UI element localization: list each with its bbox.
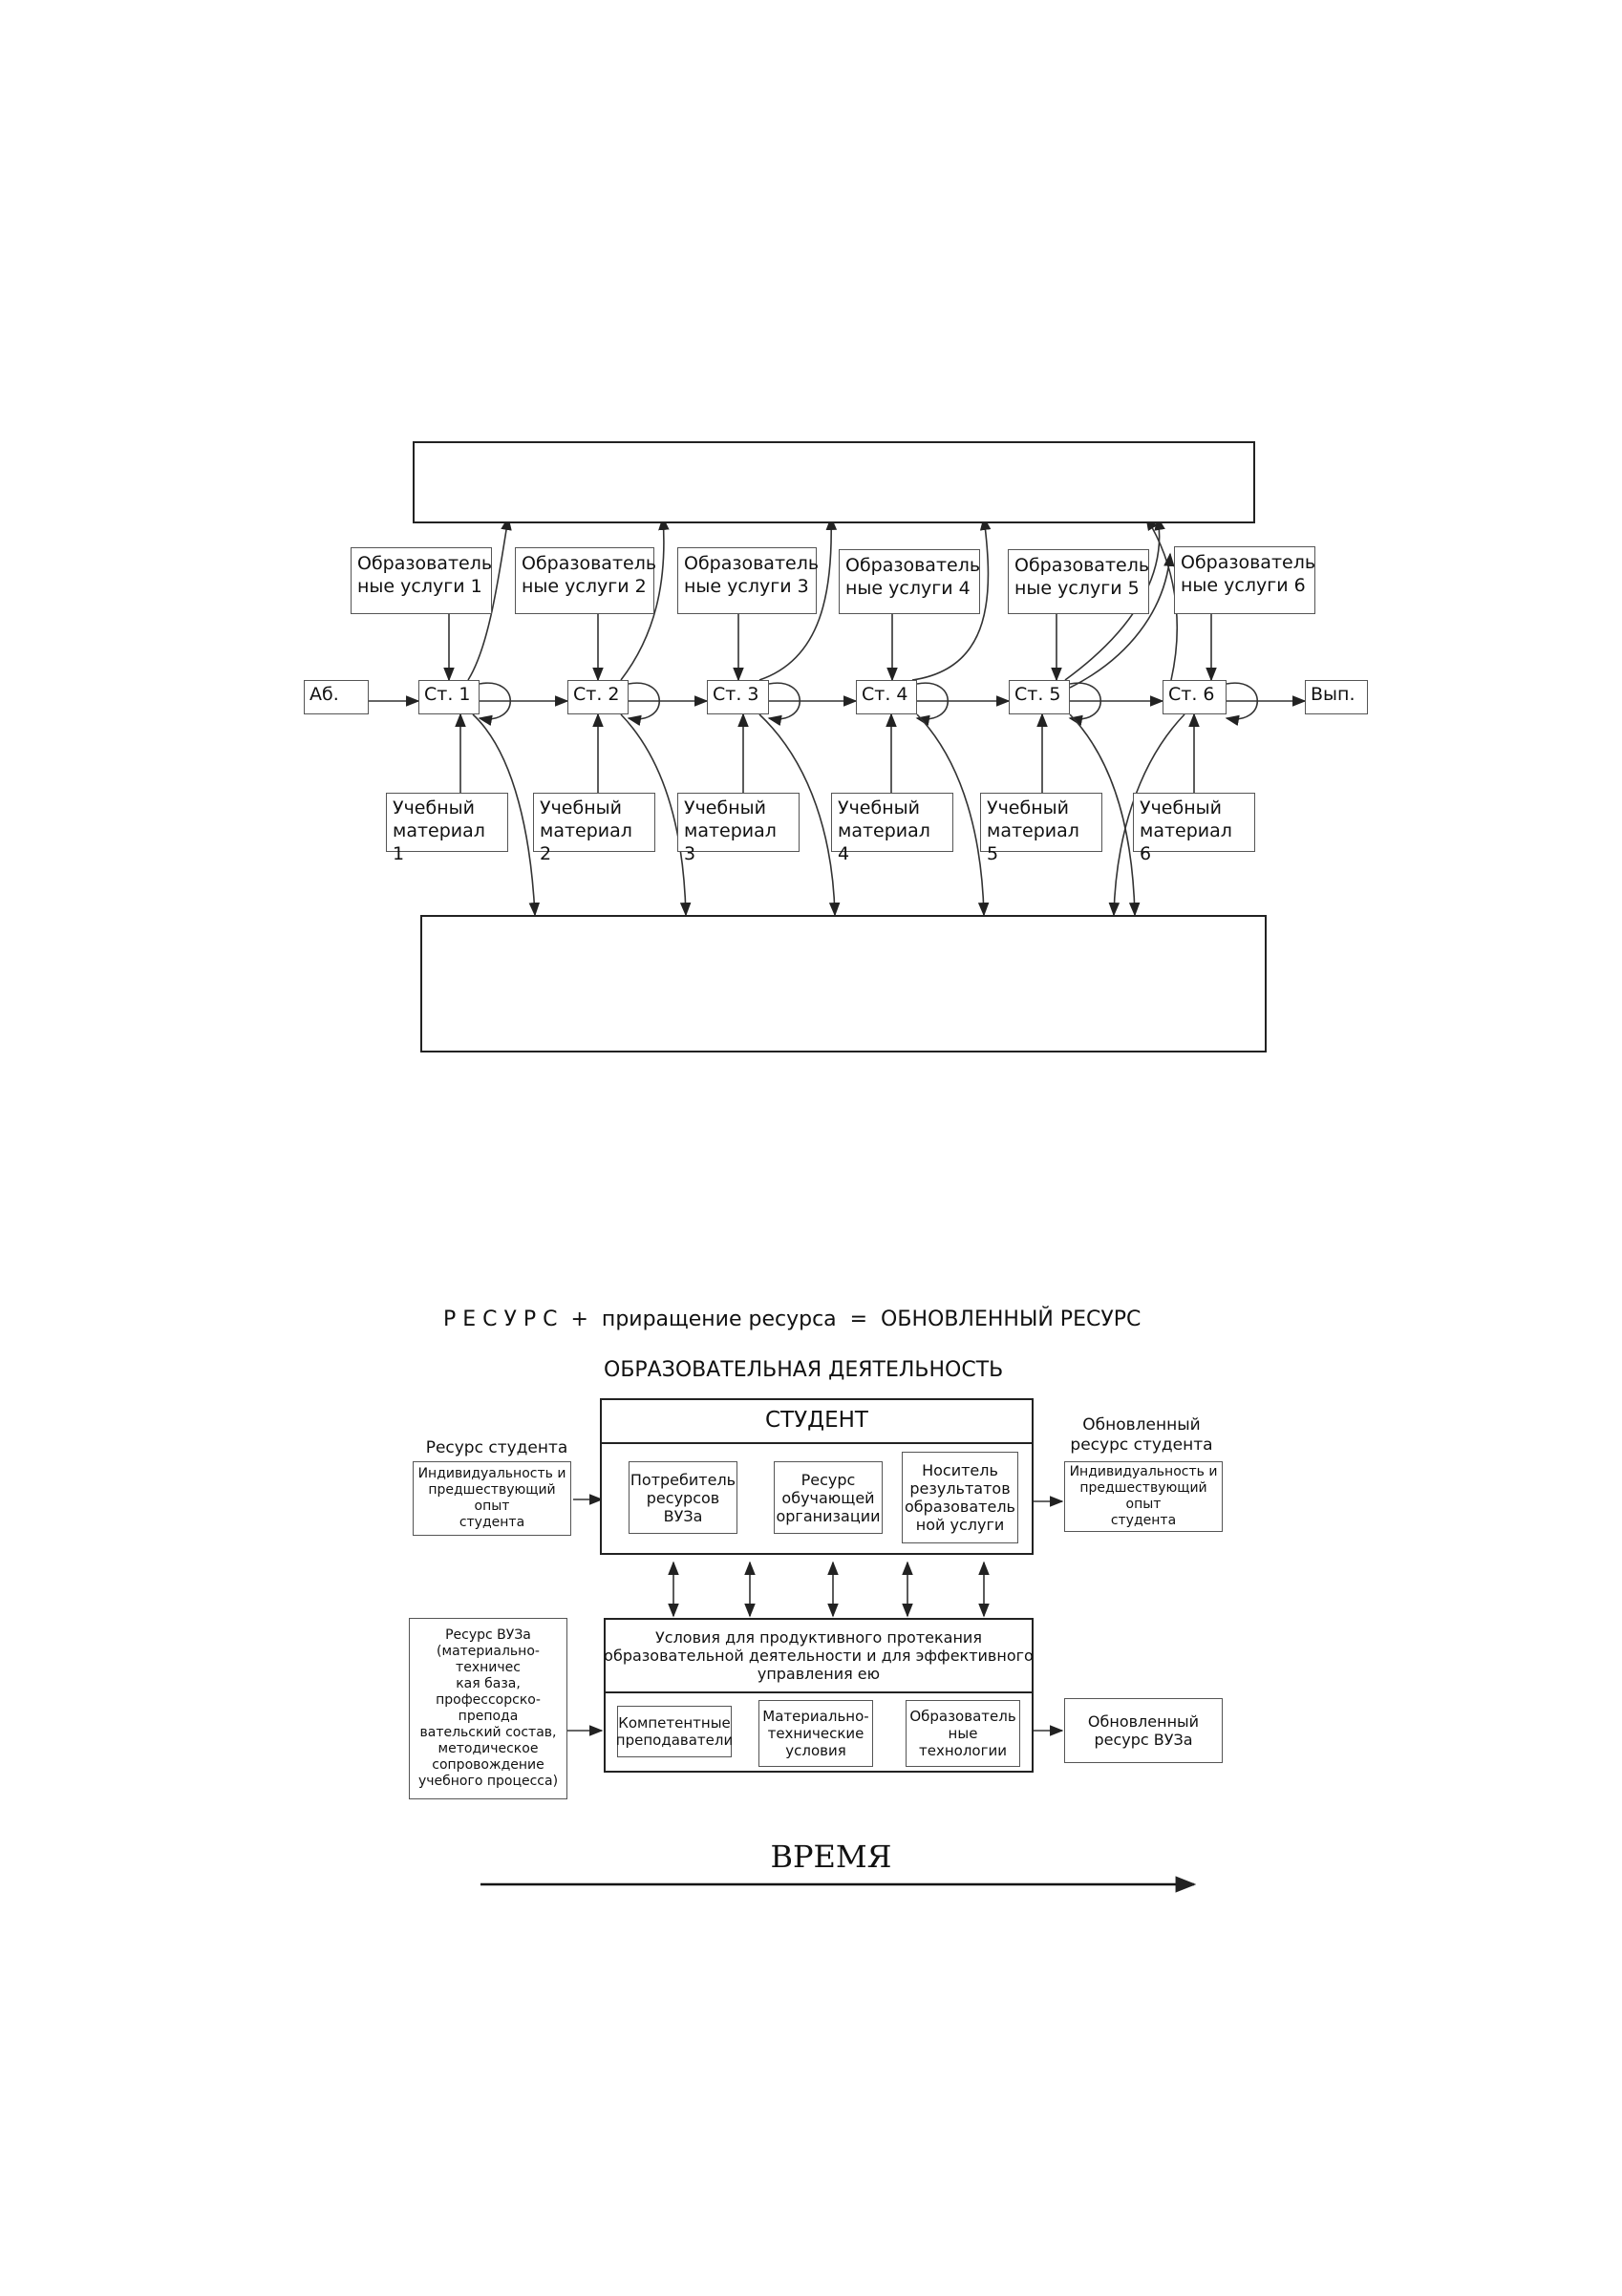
student-role-resource: Ресурс обучающей организации bbox=[774, 1461, 883, 1534]
stage-box-1: Ст. 1 bbox=[418, 680, 480, 714]
stage-loop-1 bbox=[478, 682, 512, 727]
conditions-title: Условия для продуктивного протекания обр… bbox=[604, 1627, 1034, 1683]
student-role-carrier: Носитель результатов образователь ной ус… bbox=[902, 1452, 1018, 1543]
updated-student-resource-box: Индивидуальность и предшествующий опыт с… bbox=[1064, 1461, 1223, 1532]
resource-formula: Р Е С У Р С + приращение ресурса = ОБНОВ… bbox=[443, 1307, 1142, 1331]
curve-down-1 bbox=[472, 713, 541, 917]
material-box-4: Учебный материал 4 bbox=[831, 793, 953, 864]
stage-box-6: Ст. 6 bbox=[1163, 680, 1227, 714]
curve-up-3 bbox=[758, 516, 838, 681]
university-resource-box: Ресурс ВУЗа (материально-техничес кая ба… bbox=[409, 1618, 567, 1799]
top-result-box bbox=[413, 441, 1255, 523]
material-box-6: Учебный материал 6 bbox=[1133, 793, 1255, 864]
stage-box-3: Ст. 3 bbox=[707, 680, 769, 714]
stage-loop-5 bbox=[1068, 682, 1102, 727]
stage-loop-6 bbox=[1225, 682, 1259, 727]
condition-material: Материально- технические условия bbox=[758, 1700, 873, 1767]
student-resource-label: Ресурс студента bbox=[425, 1438, 568, 1457]
material-box-3: Учебный материал 3 bbox=[677, 793, 800, 864]
output-box: Вып. bbox=[1305, 680, 1368, 714]
condition-technologies: Образователь ные технологии bbox=[906, 1700, 1020, 1767]
service-box-1: Образователь ные услуги 1 bbox=[351, 547, 492, 614]
condition-teachers: Компетентные преподаватели bbox=[616, 1706, 733, 1757]
curve-down-3 bbox=[758, 713, 841, 917]
service-box-3: Образователь ные услуги 3 bbox=[677, 547, 819, 614]
stage-loop-3 bbox=[767, 682, 801, 727]
curve-up-1 bbox=[467, 516, 512, 681]
input-box: Аб. bbox=[304, 680, 369, 714]
updated-student-resource-label: Обновленный ресурс студента bbox=[1070, 1415, 1213, 1455]
curve-down-5 bbox=[1069, 713, 1141, 917]
curve-up-6 bbox=[1145, 516, 1179, 681]
service-box-2: Образователь ные услуги 2 bbox=[515, 547, 656, 614]
curve-up-2 bbox=[620, 516, 670, 681]
service-box-5: Образователь ные услуги 5 bbox=[1008, 549, 1149, 614]
curve-up-7 bbox=[1069, 552, 1175, 689]
curve-up-4 bbox=[911, 516, 992, 681]
material-box-5: Учебный материал 5 bbox=[980, 793, 1102, 864]
bottom-result-box bbox=[420, 915, 1267, 1052]
stage-box-2: Ст. 2 bbox=[567, 680, 629, 714]
service-box-6: Образователь ные услуги 6 bbox=[1174, 546, 1315, 614]
curve-down-2 bbox=[620, 713, 692, 917]
student-divider bbox=[600, 1442, 1034, 1444]
student-role-consumer: Потребитель ресурсов ВУЗа bbox=[629, 1461, 737, 1534]
time-label: ВРЕМЯ bbox=[770, 1839, 892, 1875]
material-box-2: Учебный материал 2 bbox=[533, 793, 655, 864]
curve-down-4 bbox=[916, 713, 990, 917]
curve-down-6 bbox=[1108, 713, 1185, 917]
activity-title: ОБРАЗОВАТЕЛЬНАЯ ДЕЯТЕЛЬНОСТЬ bbox=[604, 1358, 1004, 1382]
service-box-4: Образователь ные услуги 4 bbox=[839, 549, 980, 614]
stage-box-5: Ст. 5 bbox=[1009, 680, 1070, 714]
student-title: СТУДЕНТ bbox=[765, 1408, 868, 1433]
student-resource-box: Индивидуальность и предшествующий опыт с… bbox=[413, 1461, 571, 1536]
material-box-1: Учебный материал 1 bbox=[386, 793, 508, 864]
stage-loop-4 bbox=[915, 682, 950, 727]
updated-university-resource-box: Обновленный ресурс ВУЗа bbox=[1064, 1698, 1223, 1763]
conditions-divider bbox=[604, 1691, 1034, 1693]
stage-loop-2 bbox=[627, 682, 661, 727]
stage-box-4: Ст. 4 bbox=[856, 680, 917, 714]
